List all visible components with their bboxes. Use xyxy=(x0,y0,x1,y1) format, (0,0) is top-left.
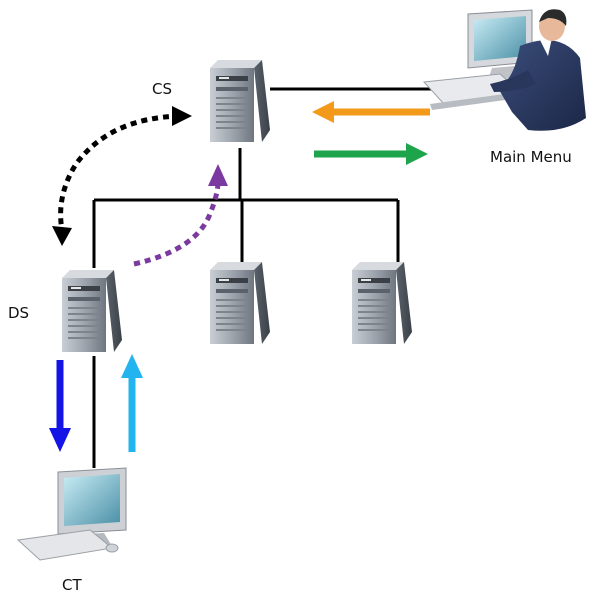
green-arrow-to-main-menu xyxy=(314,143,428,165)
ds-server-icon xyxy=(62,270,122,352)
cs-server-icon xyxy=(210,60,270,142)
server-3-icon xyxy=(352,262,412,344)
ds-label: DS xyxy=(8,304,29,322)
main-menu-user-icon xyxy=(422,9,586,131)
network-links xyxy=(92,87,468,468)
ds-to-ct-arrow xyxy=(49,360,71,452)
orange-arrow-to-cs xyxy=(312,101,430,123)
cs-label: CS xyxy=(152,80,172,98)
ct-label: CT xyxy=(62,576,82,594)
server-2-icon xyxy=(210,262,270,344)
cs-ds-dotted-double-arrow xyxy=(52,106,192,246)
ct-to-ds-arrow xyxy=(121,354,143,452)
ct-computer-icon xyxy=(16,467,127,561)
main-menu-label: Main Menu xyxy=(490,148,572,166)
ds-to-cs-dotted-arrow xyxy=(133,164,228,267)
